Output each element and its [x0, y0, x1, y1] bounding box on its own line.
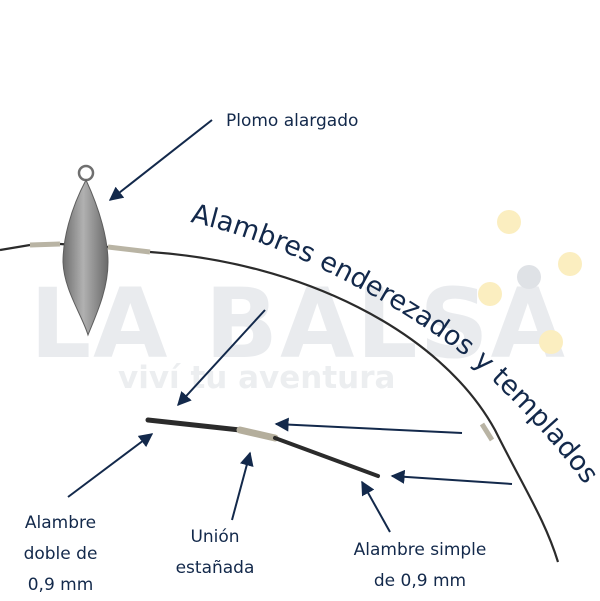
label-single-wire-line-1: Alambre simple	[353, 540, 487, 560]
label-double-wire-line-1: Alambre	[24, 513, 97, 533]
wire-left-solder	[29, 241, 61, 248]
label-tinned-joint: Unión estañada	[165, 522, 265, 584]
arrow-to-single-wire	[390, 469, 513, 485]
watermark-dot-2	[558, 252, 582, 276]
label-double-wire: Alambre doble de 0,9 mm	[8, 508, 113, 601]
curved-title: Alambres enderezados y templados	[188, 199, 600, 490]
watermark-dot-3	[517, 265, 541, 289]
watermark-brand: LA BALSA	[30, 268, 567, 380]
watermark-dot-4	[478, 282, 502, 306]
arrow-double-wire	[67, 433, 154, 498]
wire-sample	[145, 417, 380, 478]
label-tinned-joint-line-1: Unión	[190, 527, 240, 547]
label-sinker: Plomo alargado	[226, 111, 359, 131]
watermark-dot-1	[497, 210, 521, 234]
label-single-wire-line-2: de 0,9 mm	[373, 571, 467, 591]
watermark-dot-5	[539, 330, 563, 354]
curved-title-text: Alambres enderezados y templados	[188, 199, 600, 490]
arrow-tinned-joint	[231, 451, 254, 521]
wire-curve-solder	[479, 422, 495, 442]
watermark-tagline: viví tu aventura	[118, 360, 396, 396]
arrow-single-wire	[361, 480, 391, 533]
arrow-sinker	[108, 119, 213, 201]
wire-right-solder	[107, 244, 151, 255]
label-tinned-joint-line-2: estañada	[175, 558, 255, 578]
label-double-wire-line-2: doble de	[23, 544, 98, 564]
label-double-wire-line-3: 0,9 mm	[27, 575, 94, 595]
arrow-to-wire-sample	[177, 309, 266, 407]
label-single-wire: Alambre simple de 0,9 mm	[325, 535, 515, 597]
arrow-to-joint-from-curve	[274, 417, 463, 434]
elongated-sinker	[62, 164, 109, 337]
